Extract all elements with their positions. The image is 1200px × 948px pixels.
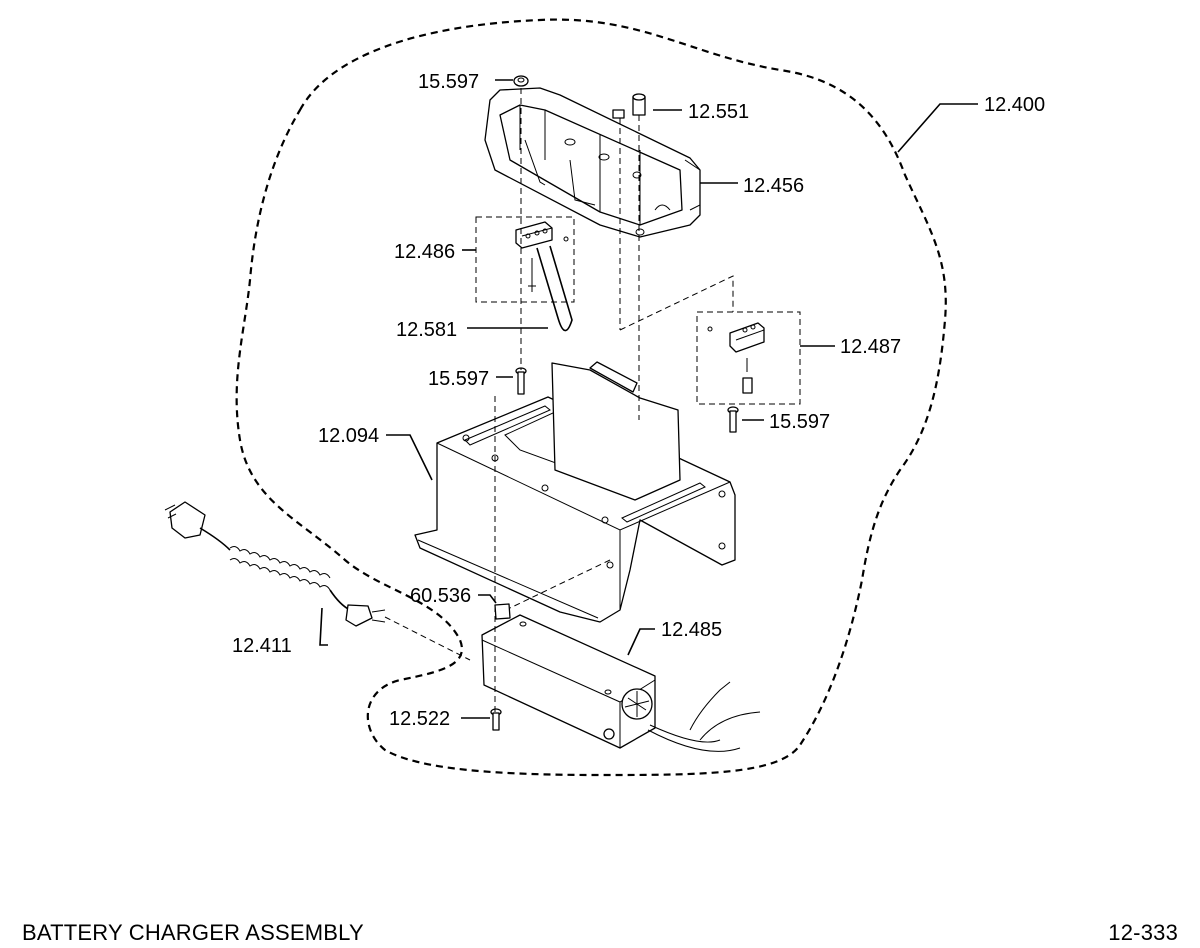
callout-12400: 12.400 [984,94,1045,116]
bolt-left [515,367,527,395]
screw-12522 [490,708,502,731]
callout-60536: 60.536 [410,585,471,607]
bolt-right [727,406,739,433]
callout-12456: 12.456 [743,175,804,197]
callout-15597-top: 15.597 [418,71,479,93]
screw-12551 [612,93,646,119]
nut-top [513,75,529,87]
callout-15597-right: 15.597 [769,411,830,433]
bracket-plate [551,361,681,501]
callout-12411: 12.411 [232,635,292,657]
leader-lines [319,79,978,719]
cable-loop [536,245,573,332]
page-number: 12-333 [1108,920,1178,945]
kit-box-12486 [475,216,575,303]
callout-12551: 12.551 [688,101,749,123]
page-title: BATTERY CHARGER ASSEMBLY [22,920,364,945]
callout-12485: 12.485 [661,619,722,641]
charger-unit [481,614,761,752]
kit-box-12487 [696,311,801,405]
power-cord [164,501,386,627]
terminal-block-right [707,322,765,394]
callout-12094: 12.094 [318,425,379,447]
callout-12581: 12.581 [396,319,457,341]
callout-12522: 12.522 [389,708,450,730]
callout-12486: 12.486 [394,241,455,263]
assembly-lines [494,88,640,712]
terminal-block-left [515,221,569,292]
cord-dash-link [384,616,471,661]
callout-15597-left: 15.597 [428,368,489,390]
assembly-boundary [235,18,947,777]
callout-12487: 12.487 [840,336,901,358]
top-tray [484,87,701,238]
spacer-60536 [494,603,511,620]
dashed-link [619,275,734,331]
